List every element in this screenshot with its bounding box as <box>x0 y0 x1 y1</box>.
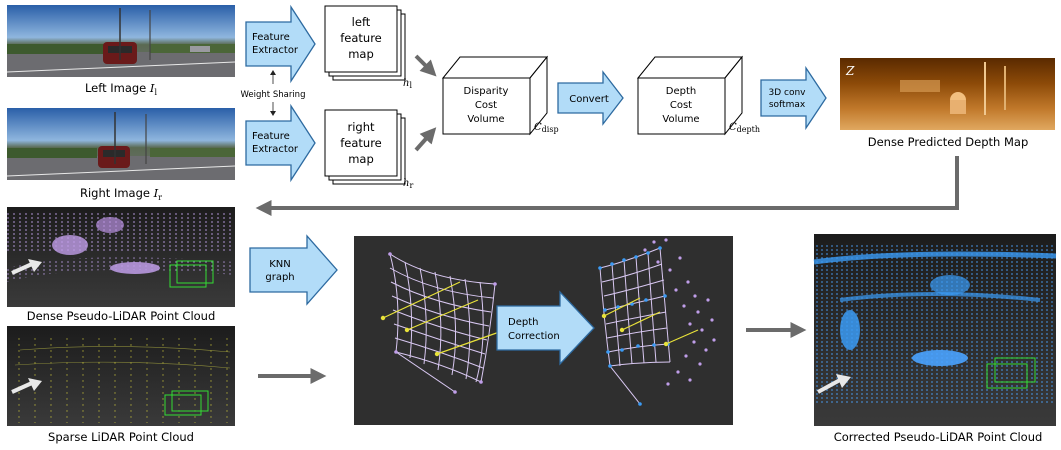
dense-pseudo-lidar-panel <box>7 207 235 307</box>
left-image-caption: Left Image Il <box>85 81 158 97</box>
depth-correction-line1: Depth <box>508 317 538 328</box>
depth-volume-line2: Cost <box>670 100 692 111</box>
knn-mesh-before <box>389 253 496 393</box>
flow-arrow-left-to-volume <box>414 54 437 77</box>
feature-extractor-bottom-line1: Feature <box>252 131 290 142</box>
c-depth-label: Cdepth <box>729 122 760 134</box>
feature-extractor-bottom-line2: Extractor <box>252 144 299 155</box>
feature-extractor-top-line2: Extractor <box>252 45 299 56</box>
depth-correction-panel: Depth Correction <box>354 236 733 425</box>
left-feature-map-stack: left feature map hl <box>324 5 412 90</box>
right-feature-map-stack: right feature map hr <box>324 109 413 190</box>
depth-correction-line2: Correction <box>508 331 560 342</box>
left-feature-map-line3: map <box>348 47 374 61</box>
corrected-pseudo-lidar-panel <box>813 234 1057 426</box>
disparity-volume-line2: Cost <box>475 100 497 111</box>
knn-graph-arrow: KNN graph <box>249 234 338 306</box>
disparity-volume-line1: Disparity <box>464 86 509 97</box>
right-image-caption: Right Image Ir <box>80 186 162 202</box>
disparity-cost-volume-cube: Disparity Cost Volume Cdisp <box>441 55 559 136</box>
h-left-label: hl <box>403 78 412 90</box>
dense-depth-map-caption: Dense Predicted Depth Map <box>868 135 1029 149</box>
softmax-label: softmax <box>769 100 806 110</box>
weight-sharing-indicator: Weight Sharing <box>241 70 306 116</box>
right-feature-map-line1: right <box>347 120 375 134</box>
depth-correction-arrow: Depth Correction <box>496 290 595 366</box>
depth-cost-volume-cube: Depth Cost Volume Cdepth <box>636 55 760 136</box>
convert-label: Convert <box>569 94 609 105</box>
lidar-correspondence-left <box>382 281 506 355</box>
right-feature-map-line3: map <box>348 152 374 166</box>
corrected-pseudo-lidar-caption: Corrected Pseudo-LiDAR Point Cloud <box>834 430 1043 444</box>
disparity-volume-line3: Volume <box>467 114 504 125</box>
feature-extractor-top-line1: Feature <box>252 32 290 43</box>
conv3d-softmax-arrow: 3D conv softmax <box>760 65 827 131</box>
z-axis-label: Z <box>845 64 855 78</box>
c-disp-label: Cdisp <box>534 122 559 134</box>
pseudo-lidar-scatter <box>643 238 716 386</box>
depth-volume-line1: Depth <box>666 86 696 97</box>
sparse-lidar-caption: Sparse LiDAR Point Cloud <box>48 430 194 444</box>
flow-arrow-depth-to-pointcloud <box>255 156 959 216</box>
knn-mesh-after-points <box>598 246 670 406</box>
lidar-correspondence-right <box>603 297 699 345</box>
left-feature-map-line2: feature <box>340 31 382 45</box>
left-feature-map-line1: left <box>352 15 371 29</box>
right-feature-map-line2: feature <box>340 136 382 150</box>
knn-mesh-before-points <box>388 252 497 394</box>
flow-arrow-right-to-volume <box>414 127 437 152</box>
feature-extractor-bottom: Feature Extractor <box>245 103 316 183</box>
sparse-lidar-panel <box>7 326 235 426</box>
dense-depth-map-image: Z <box>840 58 1055 130</box>
feature-extractor-top: Feature Extractor <box>245 4 316 84</box>
depth-volume-line3: Volume <box>662 114 699 125</box>
knn-label: KNN <box>269 259 291 270</box>
right-image-photo <box>6 108 236 180</box>
weight-sharing-label: Weight Sharing <box>241 90 306 100</box>
left-image-photo <box>6 5 236 77</box>
convert-arrow: Convert <box>557 70 624 126</box>
conv3d-label: 3D conv <box>768 88 806 98</box>
graph-label: graph <box>265 272 294 283</box>
h-right-label: hr <box>403 178 413 190</box>
dense-pseudo-lidar-caption: Dense Pseudo-LiDAR Point Cloud <box>27 309 216 323</box>
